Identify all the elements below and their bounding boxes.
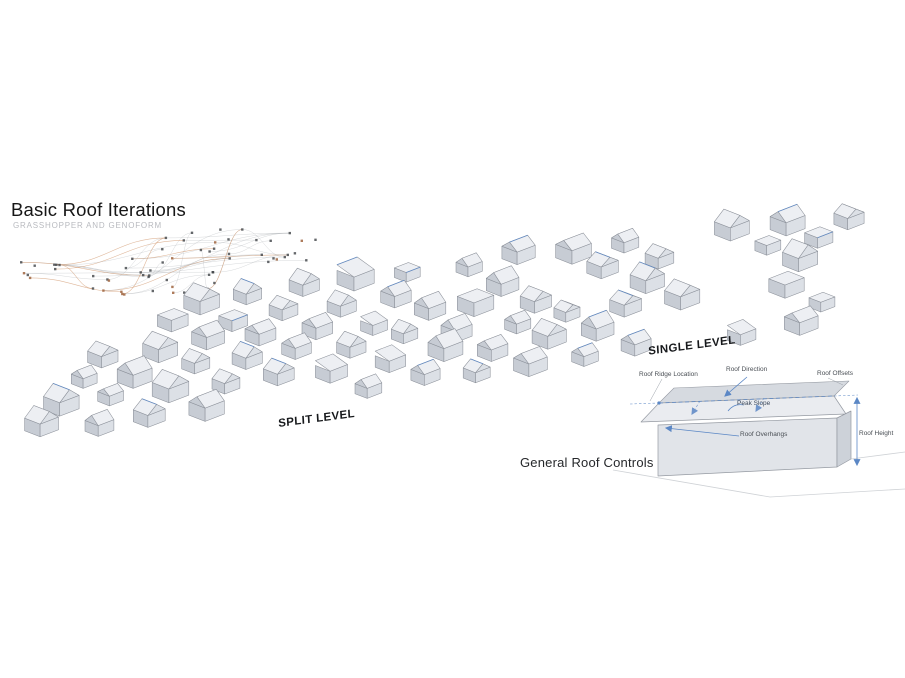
roof-controls-diagram <box>629 376 861 477</box>
ground-line <box>612 469 905 498</box>
annotation-roof-height: Roof Height <box>859 430 894 437</box>
annotation-peak-slope: Peak Slope <box>737 400 771 407</box>
overhang-arrow <box>664 425 740 437</box>
roof-direction-arrow <box>724 376 748 397</box>
ridge-extension-left <box>629 402 660 405</box>
peak-slope-arc <box>727 404 745 412</box>
annotation-roof-ridge-location: Roof Ridge Location <box>639 371 698 378</box>
label-roof-controls: General Roof Controls <box>520 455 654 470</box>
side-wall <box>836 410 852 468</box>
annotation-roof-offsets: Roof Offsets <box>817 370 854 377</box>
annotation-roof-overhangs: Roof Overhangs <box>740 431 788 438</box>
page-subtitle: GRASSHOPPER AND GENOFORM <box>13 221 162 230</box>
offsets-label-leader <box>827 377 844 386</box>
front-wall <box>657 417 838 477</box>
ridge-line <box>658 395 835 404</box>
annotation-roof-direction: Roof Direction <box>726 366 768 373</box>
grasshopper-node-graph <box>20 228 317 296</box>
ridge-label-leader <box>649 378 663 402</box>
roof-iterations-field <box>24 203 865 437</box>
page-title: Basic Roof Iterations <box>11 199 186 220</box>
ridge-extension-right <box>833 394 859 397</box>
ridge-location-point <box>657 401 661 405</box>
ground-line-2 <box>850 451 905 460</box>
